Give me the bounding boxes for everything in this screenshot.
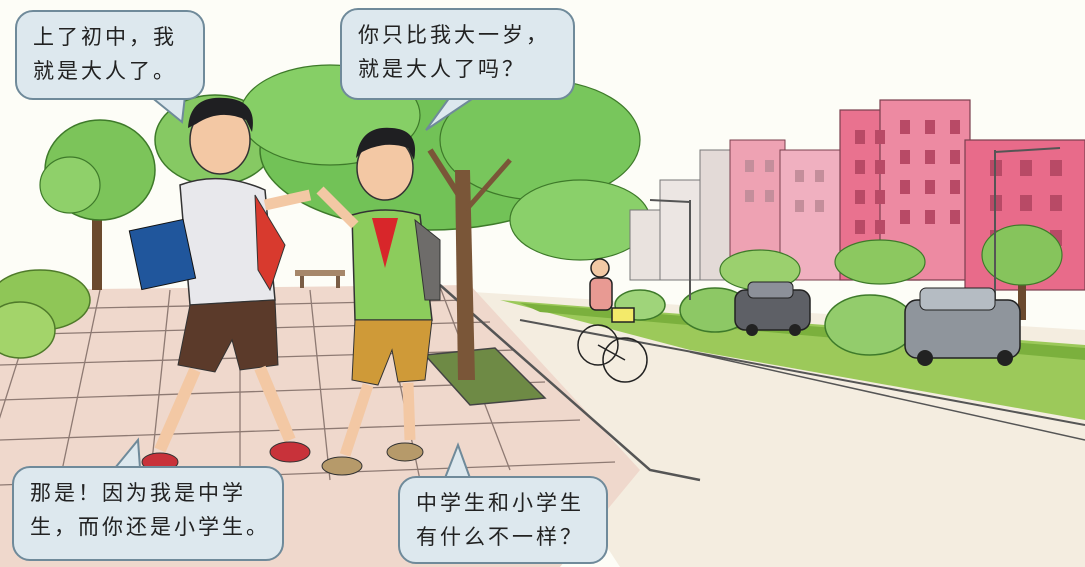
speech-line: 就是大人了。 [33,59,177,83]
speech-line: 上了初中，我 [33,25,177,49]
tree-central [239,64,651,380]
car-grey [904,287,1021,366]
cyclist [577,258,648,383]
speech-line: 那是！因为我是中学 [30,481,246,505]
speech-bubble-bottom-left: 那是！因为我是中学 生，而你还是小学生。 [12,466,284,561]
boy-primary-school [316,127,441,476]
tree-left-bg [39,119,156,290]
trees-right [719,224,1063,320]
curb [439,284,701,482]
speech-line: 生，而你还是小学生。 [30,515,270,539]
speech-bubble-bottom-right: 中学生和小学生 有什么不一样？ [398,476,608,564]
speech-line: 你只比我大一岁， [358,23,550,47]
speech-bubble-top-left: 上了初中，我 就是大人了。 [15,10,205,100]
boy-middle-school [128,97,312,472]
car-dark [734,281,811,336]
speech-line: 有什么不一样？ [416,525,584,549]
speech-line: 就是大人了吗？ [358,57,526,81]
speech-line: 中学生和小学生 [416,491,584,515]
bench [295,270,345,288]
hedge-left [0,269,91,359]
median-grass [500,300,1085,420]
speech-bubble-top-right: 你只比我大一岁， 就是大人了吗？ [340,8,575,100]
